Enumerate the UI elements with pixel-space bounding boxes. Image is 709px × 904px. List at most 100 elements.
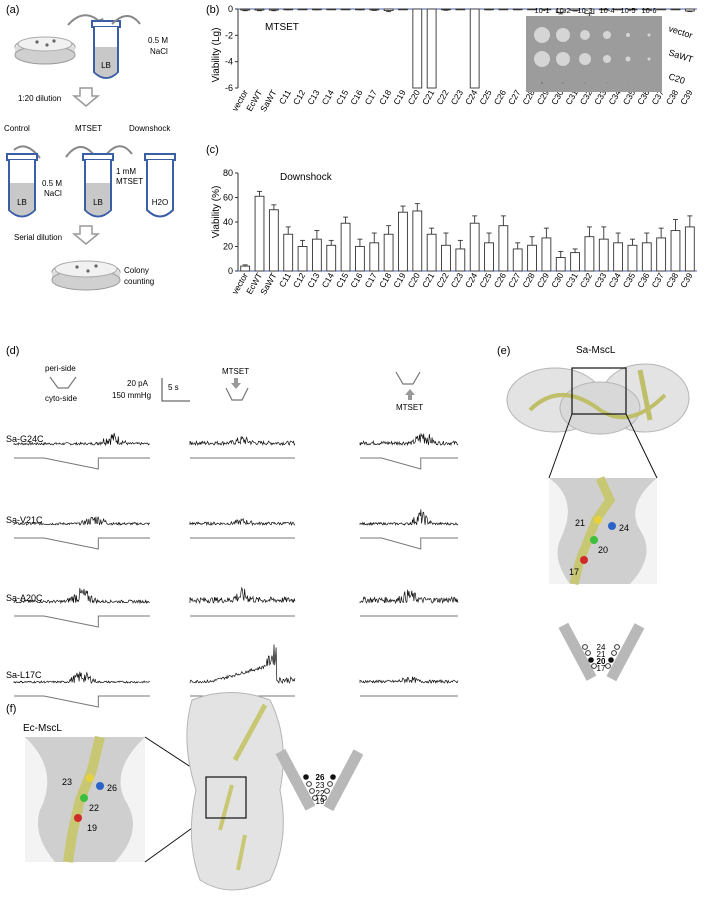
y-tick-label: 60 <box>223 193 233 203</box>
dilution-label: 10-1 <box>534 6 549 15</box>
svg-text:26: 26 <box>316 773 325 782</box>
pressure-trace <box>14 537 150 550</box>
nacl-conc-mid: 0.5 M <box>42 179 62 188</box>
x-tick-label: C23 <box>449 88 466 107</box>
panel-f-label: (f) <box>6 703 16 715</box>
bar <box>598 238 609 272</box>
panel-e-label: (e) <box>497 345 510 357</box>
scale-bar <box>161 378 190 402</box>
mtset-label-col2: MTSET <box>222 367 249 376</box>
svg-text:19: 19 <box>87 823 97 833</box>
x-tick-label: C36 <box>635 271 652 290</box>
scale-time: 5 s <box>168 383 179 392</box>
y-tick-label: -4 <box>225 57 233 67</box>
chart-c-title: Downshock <box>280 172 333 183</box>
current-trace <box>189 517 296 527</box>
svg-text:23: 23 <box>62 777 72 787</box>
colony-spot <box>579 53 591 65</box>
dilution-label: 10-6 <box>641 6 656 15</box>
down-arrow-icon <box>71 87 101 107</box>
bar <box>627 244 638 272</box>
row-label-g24c: Sa-G24C <box>6 434 44 444</box>
mtset-label-col3: MTSET <box>396 403 423 412</box>
current-trace <box>359 433 459 447</box>
colony-spot <box>647 57 651 61</box>
condition-control: Control <box>4 124 30 133</box>
panel-f-title: Ec-MscL <box>23 723 62 734</box>
x-tick-label: C27 <box>506 88 523 107</box>
row-label-l17c: Sa-L17C <box>6 670 42 680</box>
colony-spot <box>603 55 611 63</box>
bar <box>570 252 580 272</box>
colony-spot <box>556 28 570 42</box>
x-tick-label: C14 <box>320 88 337 107</box>
bar <box>455 248 466 272</box>
x-tick-label: C21 <box>420 271 437 290</box>
x-tick-label: C16 <box>348 88 365 107</box>
bar <box>426 8 437 89</box>
bar <box>254 195 265 272</box>
chart-c: (c) Downshock Viability (%) 020406080vec… <box>206 144 697 296</box>
bar <box>469 8 480 89</box>
x-tick-label: C22 <box>434 88 451 107</box>
y-tick-label: 0 <box>228 266 233 276</box>
sa-pore-schematic-icon: 24 21 20 17 <box>558 622 645 682</box>
chart-c-ylabel: Viability (%) <box>211 186 222 239</box>
inset-row-label: C20 <box>667 71 686 86</box>
pressure-trace <box>360 457 458 470</box>
svg-text:22: 22 <box>316 789 325 798</box>
bar <box>684 8 695 12</box>
inset-row-label: SaWT <box>667 47 694 64</box>
x-tick-label: C17 <box>363 88 380 107</box>
bar <box>656 237 667 272</box>
panel-d: (d) peri-side cyto-side 20 pA 150 mmHg 5… <box>6 345 459 708</box>
svg-text:17: 17 <box>597 664 606 673</box>
x-tick-label: C30 <box>549 271 566 290</box>
dilution-label: 10-3 <box>577 6 592 15</box>
tube-h2o-icon: H2O <box>144 153 176 218</box>
bar <box>355 246 365 272</box>
panel-a-label: (a) <box>6 4 19 16</box>
down-arrow-icon-3 <box>231 378 241 389</box>
bar <box>541 237 552 272</box>
bar <box>383 233 394 272</box>
svg-text:LB: LB <box>93 198 103 207</box>
bar <box>268 209 279 272</box>
bar <box>283 233 294 272</box>
bar <box>441 8 451 11</box>
bar <box>641 242 652 272</box>
x-tick-label: C15 <box>334 271 351 290</box>
x-tick-label: C22 <box>434 271 451 290</box>
bar <box>254 8 265 11</box>
svg-text:21: 21 <box>575 518 585 528</box>
colony-label: Colony <box>124 266 149 275</box>
x-tick-label: C11 <box>277 88 293 106</box>
x-tick-label: C25 <box>477 271 494 290</box>
x-tick-label: C37 <box>649 271 666 290</box>
bar <box>398 211 408 272</box>
tube-control-icon: LB <box>6 153 38 218</box>
nacl-label-mid: NaCl <box>44 189 62 198</box>
svg-text:20: 20 <box>597 657 606 666</box>
x-tick-label: C34 <box>606 271 623 290</box>
x-tick-label: C18 <box>377 88 394 107</box>
x-tick-label: C19 <box>391 88 408 107</box>
chart-b-title: MTSET <box>265 22 299 33</box>
bar <box>441 244 451 272</box>
current-trace <box>189 586 296 605</box>
bar <box>268 8 279 11</box>
x-tick-label: C11 <box>277 271 293 289</box>
dilution-label: 10-4 <box>599 6 614 15</box>
panel-b-label: (b) <box>206 4 219 16</box>
inset-row-label: vector <box>667 23 693 40</box>
x-tick-label: C13 <box>305 88 322 107</box>
scale-current: 20 pA <box>127 379 149 388</box>
colony-spot <box>627 82 629 84</box>
bar <box>670 230 681 272</box>
x-tick-label: C20 <box>406 271 423 290</box>
current-trace <box>13 432 150 447</box>
tube-mtset-icon: LB <box>82 153 114 218</box>
x-tick-label: C15 <box>334 88 351 107</box>
x-tick-label: C25 <box>477 88 494 107</box>
bar <box>412 8 423 89</box>
